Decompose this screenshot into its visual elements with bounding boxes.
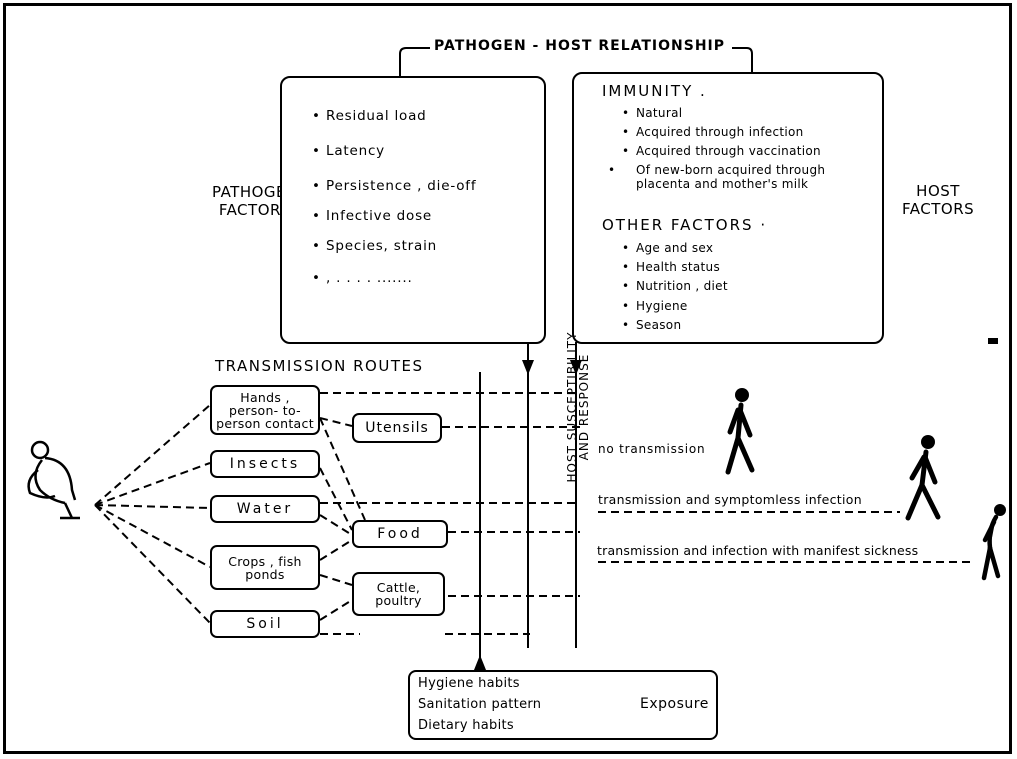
route-food: Food — [352, 520, 448, 548]
host-susceptibility-label: HOST SUSCEPTIBILITY AND RESPONSE — [565, 331, 591, 483]
route-crops: Crops , fish ponds — [210, 545, 320, 590]
other-factor-item: Hygiene — [622, 299, 688, 313]
immunity-heading: IMMUNITY . — [602, 82, 707, 100]
host-arrowhead — [570, 360, 582, 375]
other-factor-item: Age and sex — [622, 241, 713, 255]
pathogen-factors-box: Residual load Latency Persistence , die-… — [280, 76, 546, 344]
exposure-arrowhead — [474, 655, 486, 670]
pathogen-item: Residual load — [312, 108, 427, 124]
exposure-label: Exposure — [640, 696, 709, 712]
host-factors-line1: HOST — [916, 182, 960, 200]
bracket-right — [732, 47, 753, 76]
pathogen-item: , . . . . ....... — [312, 270, 413, 286]
route-water: Water — [210, 495, 320, 523]
other-factor-item: Health status — [622, 260, 720, 274]
route-insects: Insects — [210, 450, 320, 478]
other-factor-item: Season — [622, 318, 681, 332]
outcome-sickness: transmission and infection with manifest… — [597, 543, 919, 558]
pathogen-item: Infective dose — [312, 208, 432, 224]
pathogen-item: Persistence , die-off — [312, 178, 476, 194]
habits-box: Hygiene habits Sanitation pattern Dietar… — [408, 670, 718, 740]
immunity-item: Acquired through infection — [622, 125, 804, 139]
diagram-title: PATHOGEN - HOST RELATIONSHIP — [430, 38, 730, 54]
outcome-symptomless: transmission and symptomless infection — [598, 492, 862, 507]
mark — [988, 338, 998, 344]
route-utensils: Utensils — [352, 413, 442, 443]
dash-person-hands — [94, 404, 211, 506]
pathogen-factors-line1: PATHOGEN — [212, 183, 298, 201]
route-hands: Hands , person- to-person contact — [210, 385, 320, 435]
route-soil: Soil — [210, 610, 320, 638]
pathogen-factors-line2: FACTORS — [218, 201, 291, 219]
transmission-routes-title: TRANSMISSION ROUTES — [215, 357, 424, 375]
outcome-no-transmission: no transmission — [598, 442, 706, 456]
pathogen-item: Species, strain — [312, 238, 437, 254]
habit-dietary: Dietary habits — [418, 718, 514, 733]
immunity-item: Of new-born acquired through placenta an… — [622, 163, 866, 191]
figure-frame — [3, 3, 1012, 754]
other-factors-heading: OTHER FACTORS · — [602, 216, 768, 234]
other-factor-item: Nutrition , diet — [622, 279, 728, 293]
immunity-item: Acquired through vaccination — [622, 144, 821, 158]
host-factors-label: HOST FACTORS — [902, 182, 974, 218]
habit-hygiene: Hygiene habits — [418, 676, 520, 691]
pathogen-factors-label: PATHOGEN FACTORS — [212, 183, 298, 219]
pathogen-item: Latency — [312, 143, 385, 159]
host-factors-box: IMMUNITY . Natural Acquired through infe… — [572, 72, 884, 344]
immunity-item: Natural — [622, 106, 682, 120]
route-cattle: Cattle, poultry — [352, 572, 445, 616]
pathogen-arrowhead — [522, 360, 534, 375]
host-factors-line2: FACTORS — [902, 200, 975, 218]
habit-sanitation: Sanitation pattern — [418, 697, 542, 712]
bracket-left — [399, 47, 430, 76]
